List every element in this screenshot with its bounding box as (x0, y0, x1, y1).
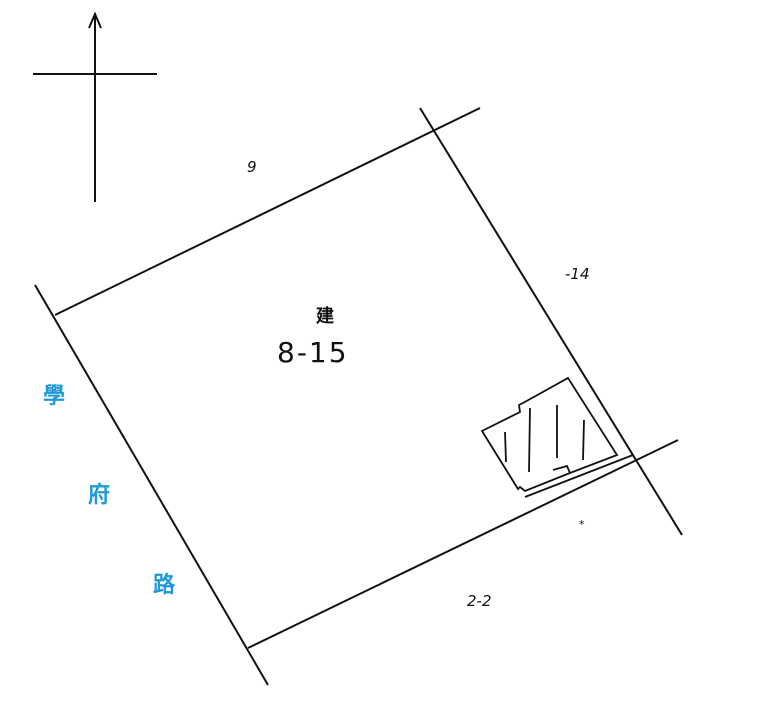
parcel-label-north: 9 (247, 158, 257, 176)
building-outline (480, 376, 619, 493)
road-name-char-3: 路 (153, 573, 176, 598)
building-base (524, 454, 634, 498)
boundary-east (419, 107, 683, 536)
road-name-char-1: 學 (43, 384, 66, 409)
parcel-label-south: 2-2 (467, 592, 492, 610)
boundary-south (247, 439, 679, 649)
north-arrow-icon (88, 11, 102, 29)
survey-mark: * (579, 518, 585, 531)
road-name-char-2: 府 (88, 483, 111, 508)
building-hatching (504, 405, 585, 473)
parcel-main-number: 8-15 (277, 336, 349, 369)
parcel-label-east: -14 (565, 265, 590, 283)
boundary-north (54, 107, 481, 316)
boundary-west (34, 284, 269, 686)
parcel-main-tag: 建 (316, 306, 334, 327)
